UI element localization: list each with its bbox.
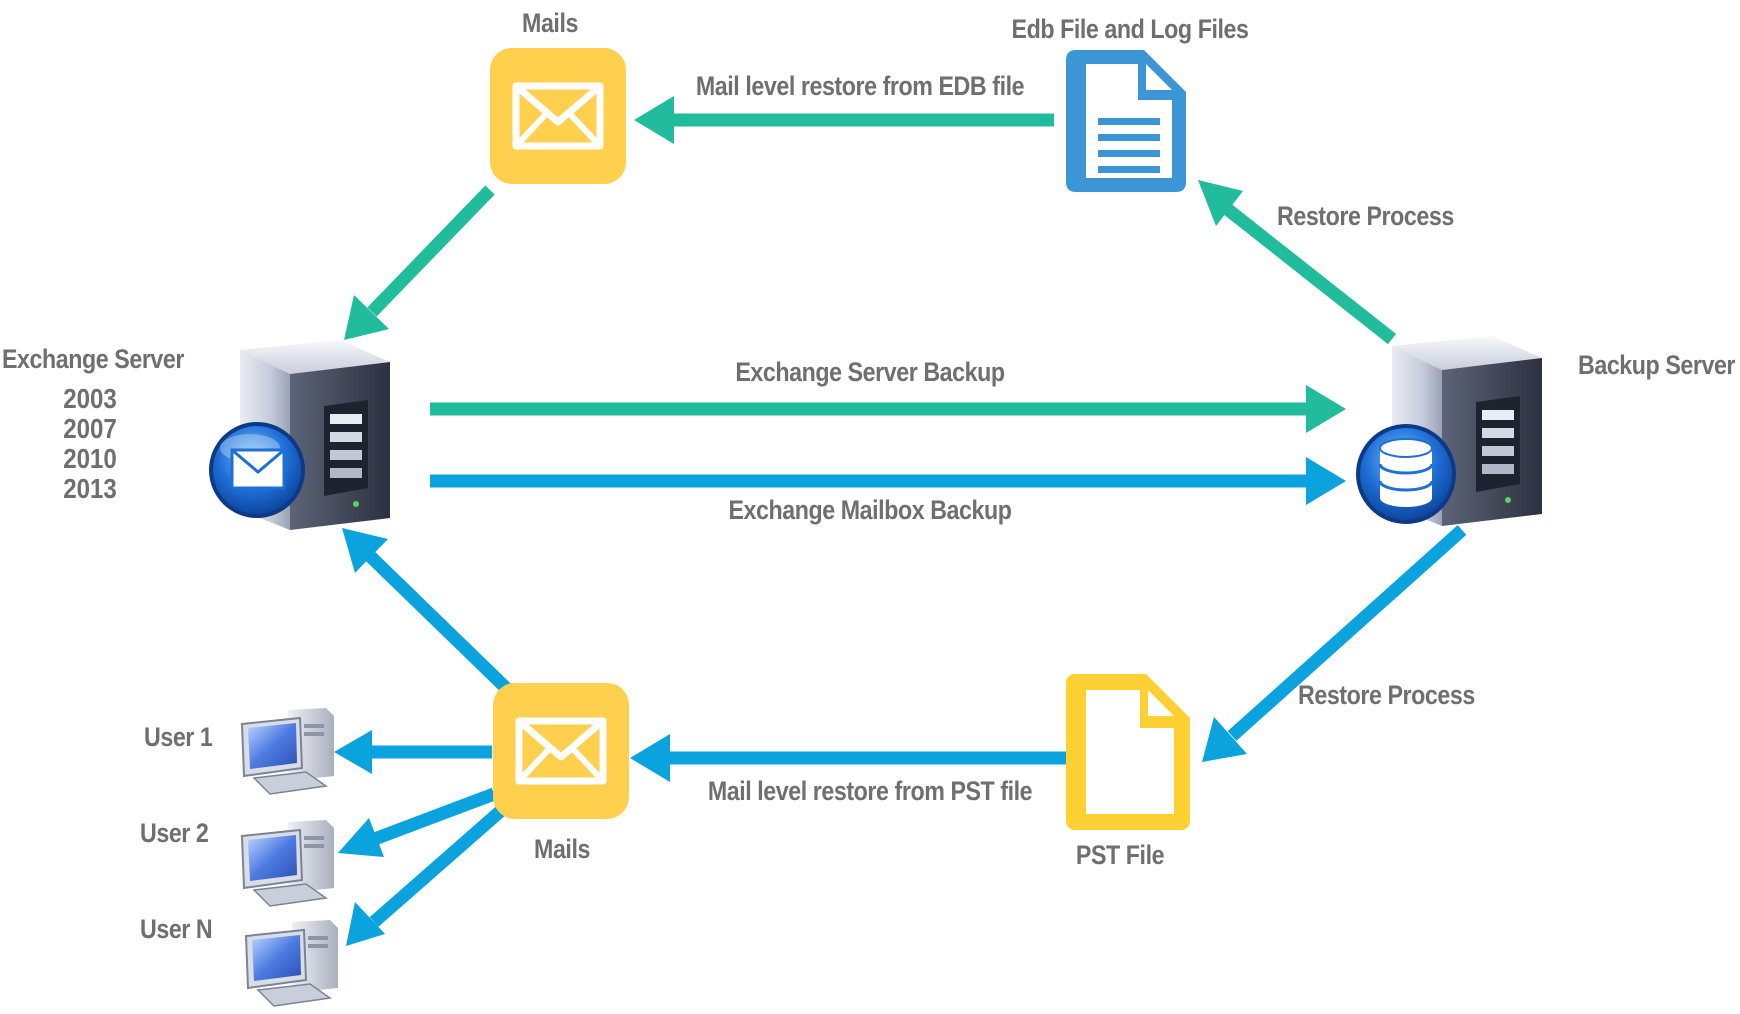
- server-database-icon: [1356, 336, 1542, 526]
- version-year: 2003: [63, 383, 117, 414]
- arrow-mails-to-user-1: [334, 730, 492, 774]
- computer-icon: [240, 820, 334, 907]
- mail-restore-pst-label: Mail level restore from PST file: [707, 776, 1033, 806]
- arrow-backup-to-edb: [1198, 180, 1397, 345]
- restore-process-bottom-label: Restore Process: [1298, 680, 1475, 710]
- computer-icon: [240, 708, 334, 795]
- user-n-label: User N: [140, 914, 213, 944]
- edb-files-label: Edb File and Log Files: [1011, 14, 1249, 44]
- backup-server-label: Backup Server: [1578, 350, 1736, 380]
- envelope-icon: [493, 683, 629, 819]
- document-lines-icon: [1066, 50, 1186, 192]
- envelope-icon: [490, 48, 626, 184]
- arrow-exchange-mailbox-backup: [430, 457, 1346, 505]
- exchange-server-label: Exchange Server: [2, 344, 184, 374]
- exchange-mailbox-backup-label: Exchange Mailbox Backup: [728, 495, 1012, 525]
- version-year: 2007: [63, 413, 117, 444]
- mail-restore-edb-label: Mail level restore from EDB file: [695, 71, 1025, 101]
- version-year: 2013: [63, 473, 117, 504]
- document-icon: [1066, 674, 1190, 830]
- arrow-pst-to-mails: [630, 734, 1066, 782]
- exchange-server-backup-label: Exchange Server Backup: [735, 357, 1005, 387]
- user-1-label: User 1: [144, 722, 213, 752]
- server-mail-icon: [209, 340, 390, 530]
- computer-icon: [244, 920, 338, 1007]
- arrow-mails-to-exchange: [344, 185, 495, 340]
- arrow-exchange-server-backup: [430, 385, 1346, 433]
- mails-top-label: Mails: [522, 8, 578, 38]
- arrow-mails-to-user-2: [338, 787, 497, 857]
- arrow-mails-to-user-n: [346, 803, 509, 946]
- restore-process-top-label: Restore Process: [1277, 201, 1454, 231]
- exchange-server-versions: 2003 2007 2010 2013: [38, 384, 141, 504]
- pst-file-label: PST File: [1075, 840, 1165, 870]
- mails-bottom-label: Mails: [534, 834, 590, 864]
- version-year: 2010: [63, 443, 117, 474]
- user-2-label: User 2: [140, 818, 209, 848]
- arrow-edb-to-mails: [634, 96, 1054, 144]
- arrow-mails-to-exchange-blue: [342, 528, 511, 693]
- arrow-backup-to-pst: [1202, 525, 1467, 762]
